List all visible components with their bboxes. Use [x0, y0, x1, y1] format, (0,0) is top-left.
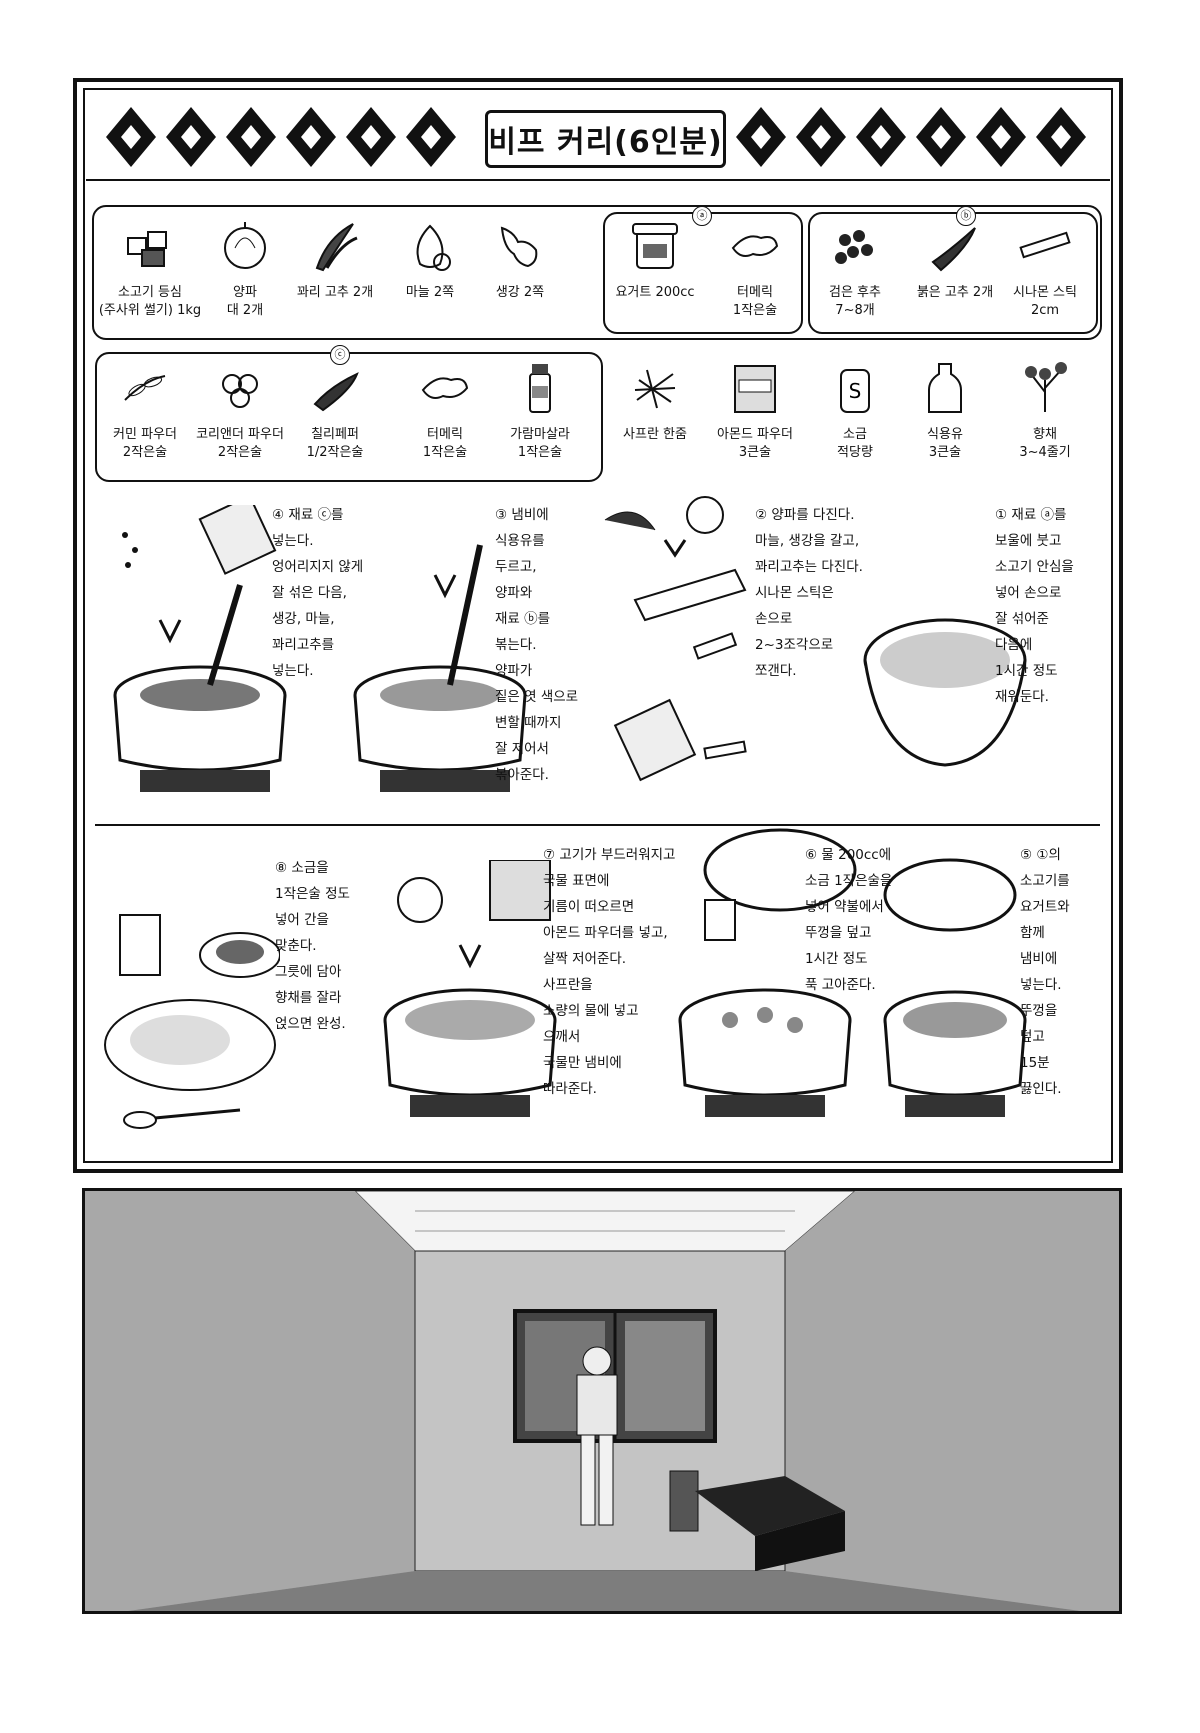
pepper-icon	[315, 223, 358, 272]
recipe-frame	[73, 78, 1123, 1173]
ingredient-item: 붉은 고추 2개	[900, 218, 1010, 302]
step-7-text: ⑦ 고기가 부드러워지고 국물 표면에 기름이 떠오르면 아몬드 파우더를 넣고…	[543, 847, 676, 1097]
ingredient-item: 마늘 2쪽	[375, 218, 485, 302]
recipe-title: 비프 커리(6인분)	[485, 110, 726, 168]
group-b-marker: ⓑ	[956, 206, 976, 226]
step-1-text: ① 재료 ⓐ를 보울에 붓고 소고기 안심을 넣어 손으로 잘 섞어준 다음에 …	[995, 507, 1074, 705]
svg-text:S: S	[849, 379, 862, 403]
ginger-icon	[500, 226, 538, 268]
chili-icon	[313, 372, 359, 412]
turmeric-icon	[731, 235, 779, 257]
ingredient-item: 꽈리 고추 2개	[280, 218, 390, 302]
cinnamon-icon	[1019, 231, 1071, 259]
onion-icon	[224, 222, 266, 269]
oil-icon	[928, 363, 962, 413]
group-c-marker: ⓒ	[330, 345, 350, 365]
step-3-text: ③ 냄비에 식용유를 두르고, 양파와 재료 ⓑ를 볶는다. 양파가 짙은 엿 …	[495, 507, 579, 783]
pot-illustration-step6	[678, 828, 857, 1117]
pot-illustration-step3	[353, 544, 527, 792]
ingredient-item: 소고기 등심(주사위 썰기) 1kg	[95, 218, 205, 320]
pot-illustration-step4	[113, 505, 287, 792]
room-scene	[85, 1191, 1119, 1611]
black-pepper-icon	[835, 230, 873, 264]
ingredient-group-b	[808, 212, 1098, 334]
almond-powder-icon	[734, 365, 776, 413]
cilantro-icon	[1025, 362, 1067, 412]
ingredient-item: 요거트 200cc	[600, 218, 710, 302]
recipe-inner-frame	[83, 88, 1113, 1163]
saffron-icon	[634, 369, 676, 409]
turmeric-icon	[421, 377, 469, 399]
step-5-text: ⑤ ①의 소고기를 요거트와 함께 냄비에 넣는다. 뚜껑을 덮고 15분 끓인…	[1020, 847, 1070, 1097]
cumin-icon	[124, 375, 166, 401]
garam-masala-icon	[529, 364, 551, 413]
plated-curry-illustration	[104, 914, 280, 1129]
prep-illustration-step2	[604, 496, 747, 782]
bowl-illustration-step1	[863, 618, 1027, 767]
step-6-text: ⑥ 물 200cc에 소금 1작은술을 넣어 약불에서 뚜껑을 덮고 1시간 정…	[805, 847, 893, 993]
garlic-icon	[416, 224, 451, 271]
beef-icon	[127, 231, 167, 267]
coriander-icon	[222, 374, 258, 408]
pot-illustration-step5	[883, 858, 1027, 1117]
ingredient-item: 생강 2쪽	[465, 218, 575, 302]
red-pepper-icon	[931, 227, 976, 272]
group-a-marker: ⓐ	[692, 206, 712, 226]
pot-illustration-step7	[383, 860, 557, 1117]
step-8-text: ⑧ 소금을 1작은술 정도 넣어 간을 맞춘다. 그릇에 담아 향채를 잘라 얹…	[275, 860, 350, 1032]
ingredient-item: 사프란 한줌	[600, 360, 710, 444]
step-2-text: ② 양파를 다진다. 마늘, 생강을 갈고, 꽈리고추는 다진다. 시나몬 스틱…	[755, 507, 863, 679]
yogurt-icon	[632, 223, 678, 269]
salt-icon: S	[840, 369, 870, 413]
manga-panel-room	[82, 1188, 1122, 1614]
step-4-text: ④ 재료 ⓒ를 넣는다. 엉어리지지 않게 잘 섞은 다음, 생강, 마늘, 꽈…	[272, 507, 364, 679]
section-divider	[95, 824, 1100, 826]
ingredient-box-main	[92, 205, 1102, 340]
